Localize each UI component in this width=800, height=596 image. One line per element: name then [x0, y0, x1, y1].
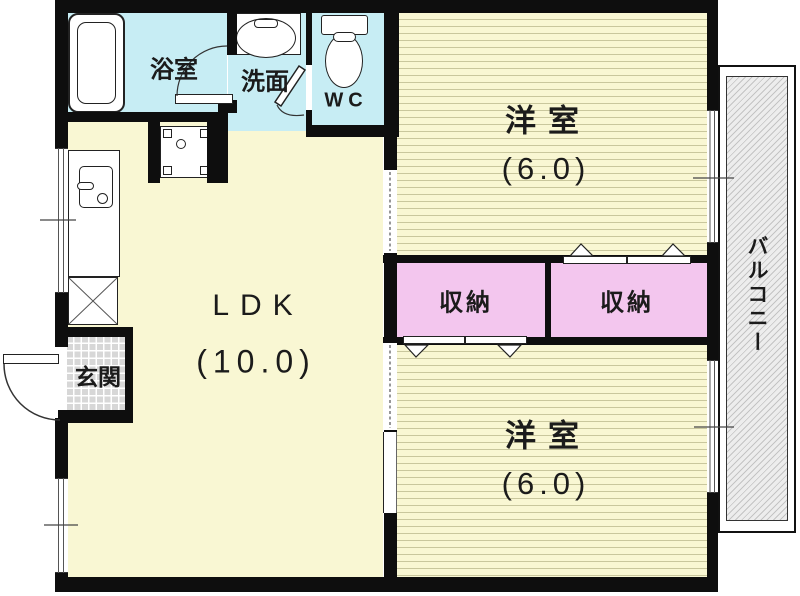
door-ldk-room-bottom-b	[383, 432, 397, 513]
window-room-top-balcony	[707, 110, 718, 243]
kitchen-drain	[97, 193, 108, 204]
wall-entrance-top	[58, 327, 133, 337]
balcony-deck	[726, 76, 788, 521]
wall-left-2	[55, 293, 68, 347]
wall-washroom-wc-bottom	[306, 110, 312, 131]
western-room-top-floor	[397, 13, 707, 255]
bathroom-label: 浴室	[150, 56, 198, 84]
door-ldk-room-bottom-a	[383, 343, 397, 430]
wall-storage-top	[383, 255, 718, 263]
kitchen-faucet	[77, 182, 94, 190]
wall-left-4	[55, 573, 68, 592]
washing-machine-corner-tl	[163, 129, 172, 138]
wall-bottom	[55, 577, 718, 592]
balcony-label: バルコニー	[745, 235, 768, 355]
storage-right-door-strip-a	[563, 256, 627, 264]
wall-laundry-left	[148, 122, 160, 183]
wall-bath-washroom	[227, 13, 237, 55]
wall-storage-bottom	[383, 337, 718, 345]
ldk-size: (10.0)	[196, 343, 316, 380]
refrigerator-space	[68, 277, 118, 325]
toilet-seat	[333, 32, 356, 42]
wall-right-3	[707, 493, 718, 583]
wall-wc-bottom	[306, 125, 397, 137]
ldk-label: LDK	[212, 289, 304, 322]
wall-storage-divider	[545, 263, 551, 337]
wall-left-3	[55, 418, 68, 478]
storage-right-label: 収納	[600, 289, 654, 317]
wall-entrance-right	[125, 337, 133, 412]
washstand-faucet	[254, 19, 278, 28]
entrance-door-arc	[3, 363, 61, 421]
wall-left-1	[55, 13, 68, 148]
storage-left-door-strip-a	[403, 336, 465, 344]
western-room-bottom-label: 洋室	[505, 418, 591, 454]
wall-right-2	[707, 243, 718, 360]
wall-right-1	[707, 13, 718, 110]
bathtub-inner	[77, 22, 116, 104]
washroom-label: 洗面	[241, 68, 289, 96]
window-kitchen-left	[55, 148, 68, 293]
door-ldk-room-top	[383, 170, 397, 253]
entrance-floor	[67, 337, 125, 410]
washing-machine-drain	[176, 139, 186, 149]
storage-left-floor	[390, 263, 545, 337]
toilet-label: WC	[324, 89, 368, 112]
window-ldk-left	[55, 478, 68, 573]
storage-left-label: 収納	[439, 289, 493, 317]
entrance-door-leaf	[3, 354, 59, 364]
western-room-bottom-floor	[397, 345, 707, 577]
wall-laundry-right	[207, 112, 228, 183]
storage-right-floor	[551, 263, 707, 337]
toilet-bowl	[325, 34, 363, 88]
western-room-top-label: 洋室	[505, 103, 591, 139]
washing-machine-corner-bl	[163, 166, 172, 175]
wall-wc-room-divider	[384, 13, 399, 137]
wall-entrance-bottom	[58, 410, 133, 423]
wall-bath-bottom	[55, 112, 228, 122]
wall-washroom-wc-top	[306, 13, 312, 65]
bathroom-door-leaf	[175, 94, 233, 104]
western-room-bottom-size: (6.0)	[501, 466, 591, 501]
wall-top	[55, 0, 718, 13]
window-room-bottom-balcony	[707, 360, 718, 493]
entrance-label: 玄関	[75, 364, 121, 390]
storage-right-door-strip-b	[627, 256, 691, 264]
western-room-top-size: (6.0)	[501, 151, 591, 186]
storage-left-door-strip-b	[465, 336, 527, 344]
